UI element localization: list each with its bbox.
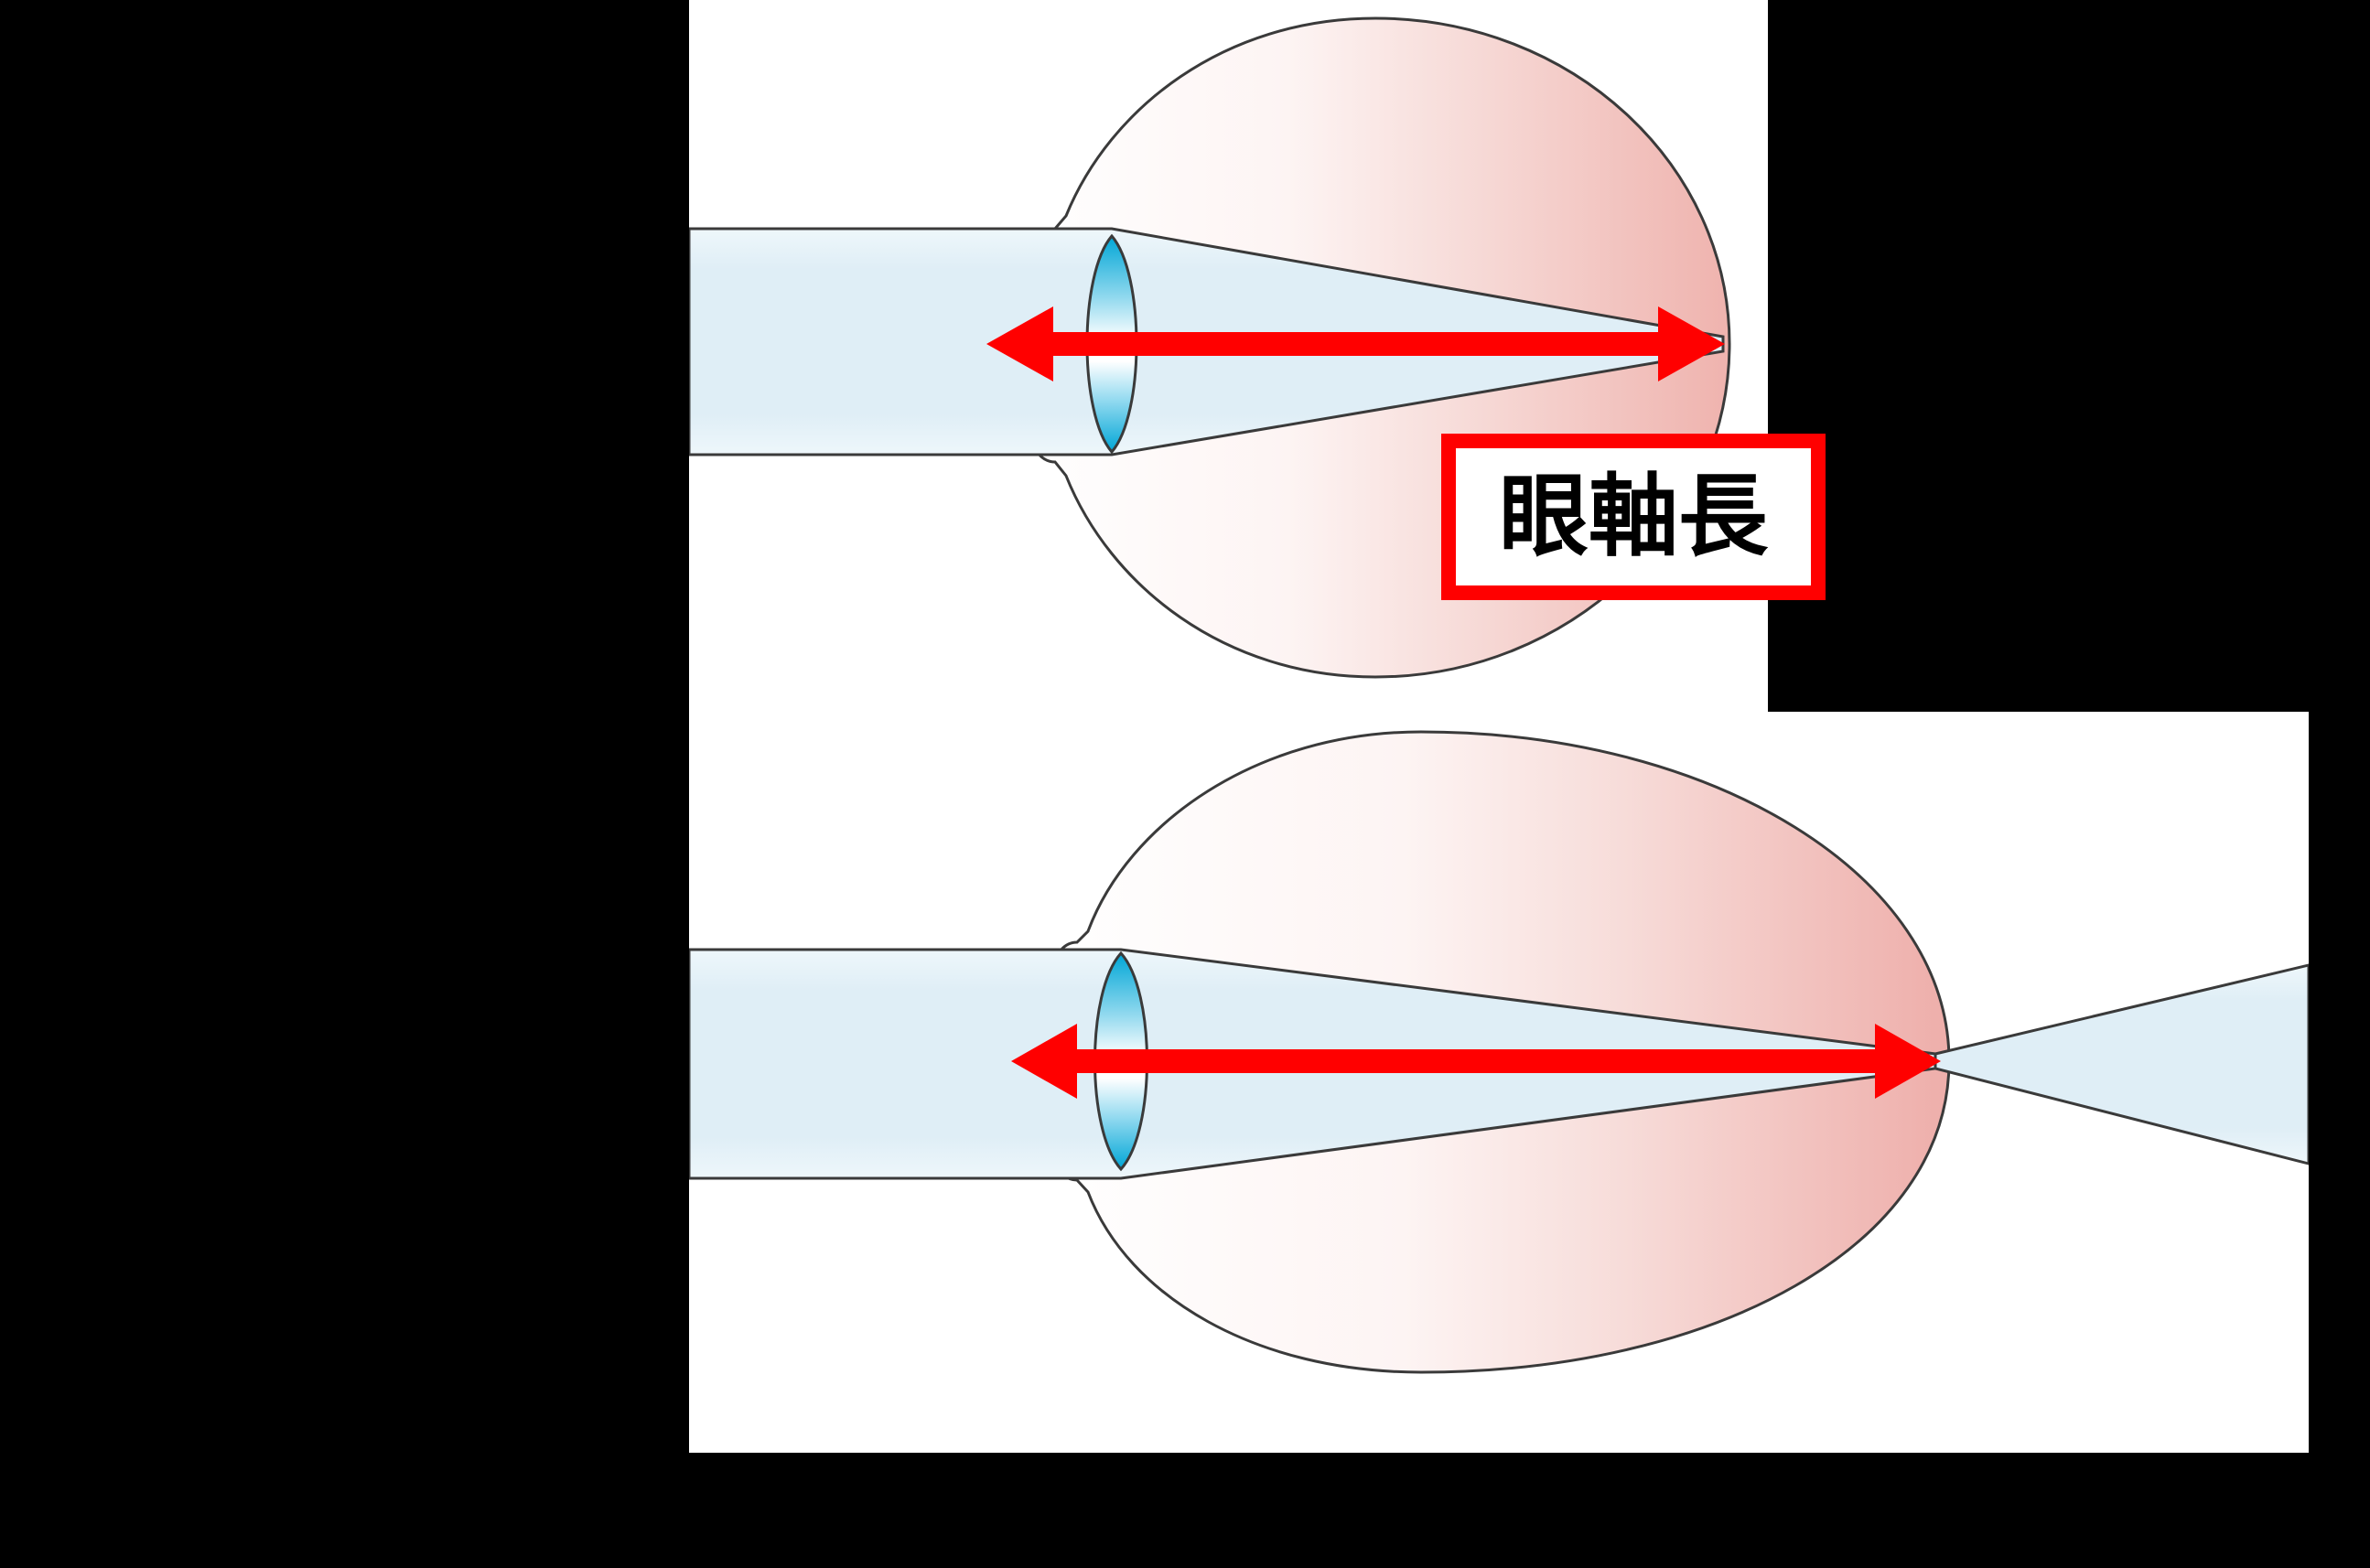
- myopic-eye-diagram: [689, 730, 2309, 1374]
- light-beam-diverging: [1934, 963, 2309, 1165]
- axial-length-arrow: [986, 306, 1725, 381]
- normal-eye-diagram: [689, 16, 1731, 679]
- panel-normal-eye: [689, 0, 1768, 712]
- axial-length-arrow: [1011, 1024, 1941, 1099]
- panel-myopic-eye: [689, 712, 2309, 1453]
- axial-length-callout-label: 眼軸長: [1498, 465, 1768, 569]
- axial-length-callout: 眼軸長: [1441, 434, 1826, 600]
